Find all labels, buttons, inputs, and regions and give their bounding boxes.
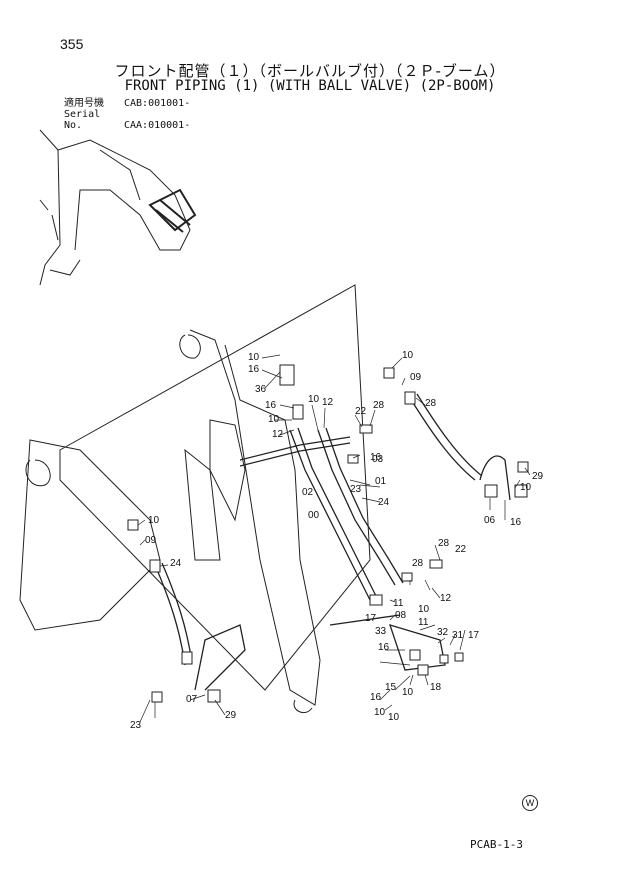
serial-label-jp: 適用号機 [64, 98, 104, 109]
callout-label: 24 [170, 558, 182, 569]
callout-label: 16 [248, 364, 260, 375]
fittings [127, 364, 529, 703]
callout-label: 28 [412, 558, 424, 569]
callout-label: 22 [455, 544, 467, 555]
callout-label: 17 [365, 613, 377, 624]
hose-lines [154, 393, 511, 691]
callout-label: 03 [372, 454, 384, 465]
callout-label: 10 [418, 604, 430, 615]
callout-label: 12 [272, 429, 284, 440]
callout-label: 16 [378, 642, 390, 653]
excavator-inset-sketch [39, 129, 197, 286]
callout-label: 23 [350, 484, 362, 495]
callout-label: 29 [532, 471, 544, 482]
callout-label: 17 [468, 630, 480, 641]
callout-label: 29 [225, 710, 237, 721]
callout-label: 06 [484, 515, 496, 526]
callout-label: 36 [255, 384, 267, 395]
callout-label: 07 [186, 694, 198, 705]
page-number: 355 [60, 36, 84, 52]
serial-value-1: CAB:001001- [124, 98, 191, 109]
callout-label: 10 [374, 707, 386, 718]
callout-label: 10 [402, 687, 414, 698]
callout-label: 28 [425, 398, 437, 409]
callout-label: 10 [148, 515, 160, 526]
callout-label: 09 [410, 372, 422, 383]
callout-label: 16 [510, 517, 522, 528]
boom-outline [19, 284, 371, 713]
leader-lines [137, 354, 531, 723]
callout-label: 16 [265, 400, 277, 411]
callout-label: 12 [440, 593, 452, 604]
callout-label: 12 [322, 397, 334, 408]
callout-label: 23 [130, 720, 142, 731]
callout-label: 09 [145, 535, 157, 546]
callout-label: 22 [355, 406, 367, 417]
serial-value-2: CAA:010001- [124, 120, 191, 131]
callout-label: 01 [375, 476, 387, 487]
callout-label: 11 [393, 598, 404, 609]
serial-label-en: Serial No. [64, 109, 101, 131]
callout-label: 28 [438, 538, 450, 549]
callout-label: 10 [388, 712, 400, 723]
callout-label: 10 [308, 394, 320, 405]
callout-label: 31 [452, 630, 464, 641]
callout-label: 00 [308, 510, 320, 521]
callout-label: 28 [373, 400, 385, 411]
callout-label: 15 [385, 682, 397, 693]
serial-info: 適用号機 CAB:001001- Serial No. CAA:010001- [64, 98, 190, 131]
callout-label: 32 [437, 627, 449, 638]
callout-label: 24 [378, 497, 390, 508]
callout-label: 33 [375, 626, 387, 637]
callout-label: 16 [370, 452, 382, 463]
callout-label: 08 [395, 610, 407, 621]
page-title-japanese: フロント配管（１）（ボールバルブ付）（２Ｐ-ブーム） [114, 62, 506, 80]
callout-label: 10 [402, 350, 414, 361]
watermark-symbol: W [522, 795, 538, 811]
callout-label: 10 [248, 352, 260, 363]
callout-label: 16 [370, 692, 382, 703]
page-title-english: FRONT PIPING (1) (WITH BALL VALVE) (2P-B… [124, 78, 496, 94]
callout-label: 18 [430, 682, 442, 693]
callout-label: 02 [302, 487, 314, 498]
callout-label: 11 [418, 617, 429, 628]
callout-label: 10 [520, 482, 532, 493]
callout-label: 10 [268, 414, 280, 425]
footer-code: PCAB-1-3 [470, 838, 523, 851]
